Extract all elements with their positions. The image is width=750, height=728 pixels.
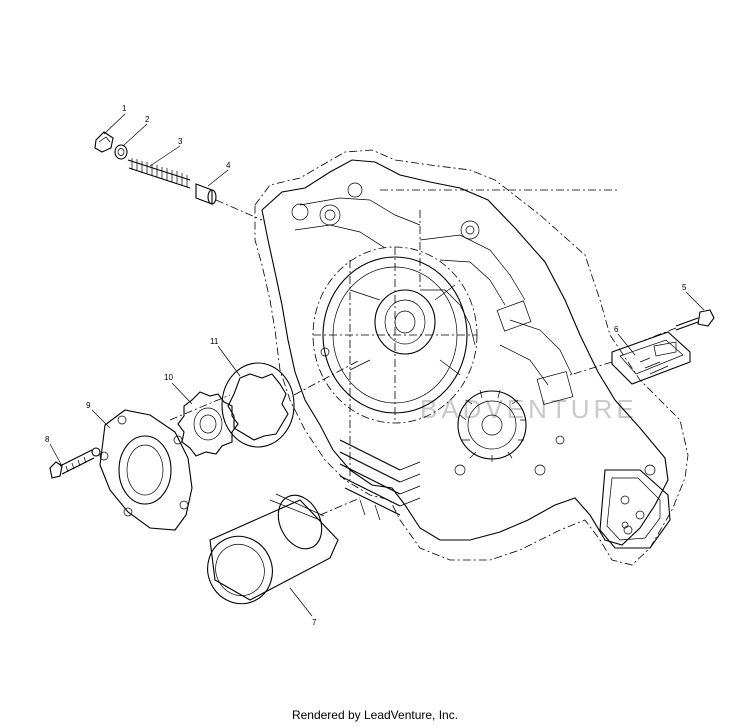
part-10-inner-rotor [177,391,239,457]
part-7-oil-filter [207,493,361,605]
label-part-11: 11 [210,337,219,346]
label-part-1: 1 [122,104,127,113]
part-1-plug [94,131,114,153]
cooling-fins [339,439,421,521]
crankcase [254,149,689,566]
label-part-6: 6 [614,325,619,334]
part-6-cover-plate [569,331,691,385]
crankcase-pump-gear [457,389,527,462]
label-part-10: 10 [164,373,173,382]
part-9-pump-cover [99,394,231,531]
part-4-plunger [195,183,263,221]
label-part-3: 3 [178,137,183,146]
part-3-spring [127,158,191,189]
part-11-outer-rotor [221,359,361,448]
watermark-text: BADVENTURE [420,394,638,424]
label-part-5: 5 [682,283,687,292]
part-5-bolt [644,309,715,341]
label-part-8: 8 [45,435,50,444]
render-credit: Rendered by LeadVenture, Inc. [291,708,459,722]
side-bracket [599,469,671,549]
label-part-4: 4 [226,161,231,170]
part-2-washer [114,144,128,160]
part-8-screw [49,447,101,479]
leader-lines [49,113,705,617]
label-part-7: 7 [312,618,317,627]
label-part-9: 9 [86,401,91,410]
flywheel-housing [312,246,478,424]
part-labels: 1 2 3 4 5 6 7 8 9 10 11 [45,104,687,627]
label-part-2: 2 [145,115,150,124]
